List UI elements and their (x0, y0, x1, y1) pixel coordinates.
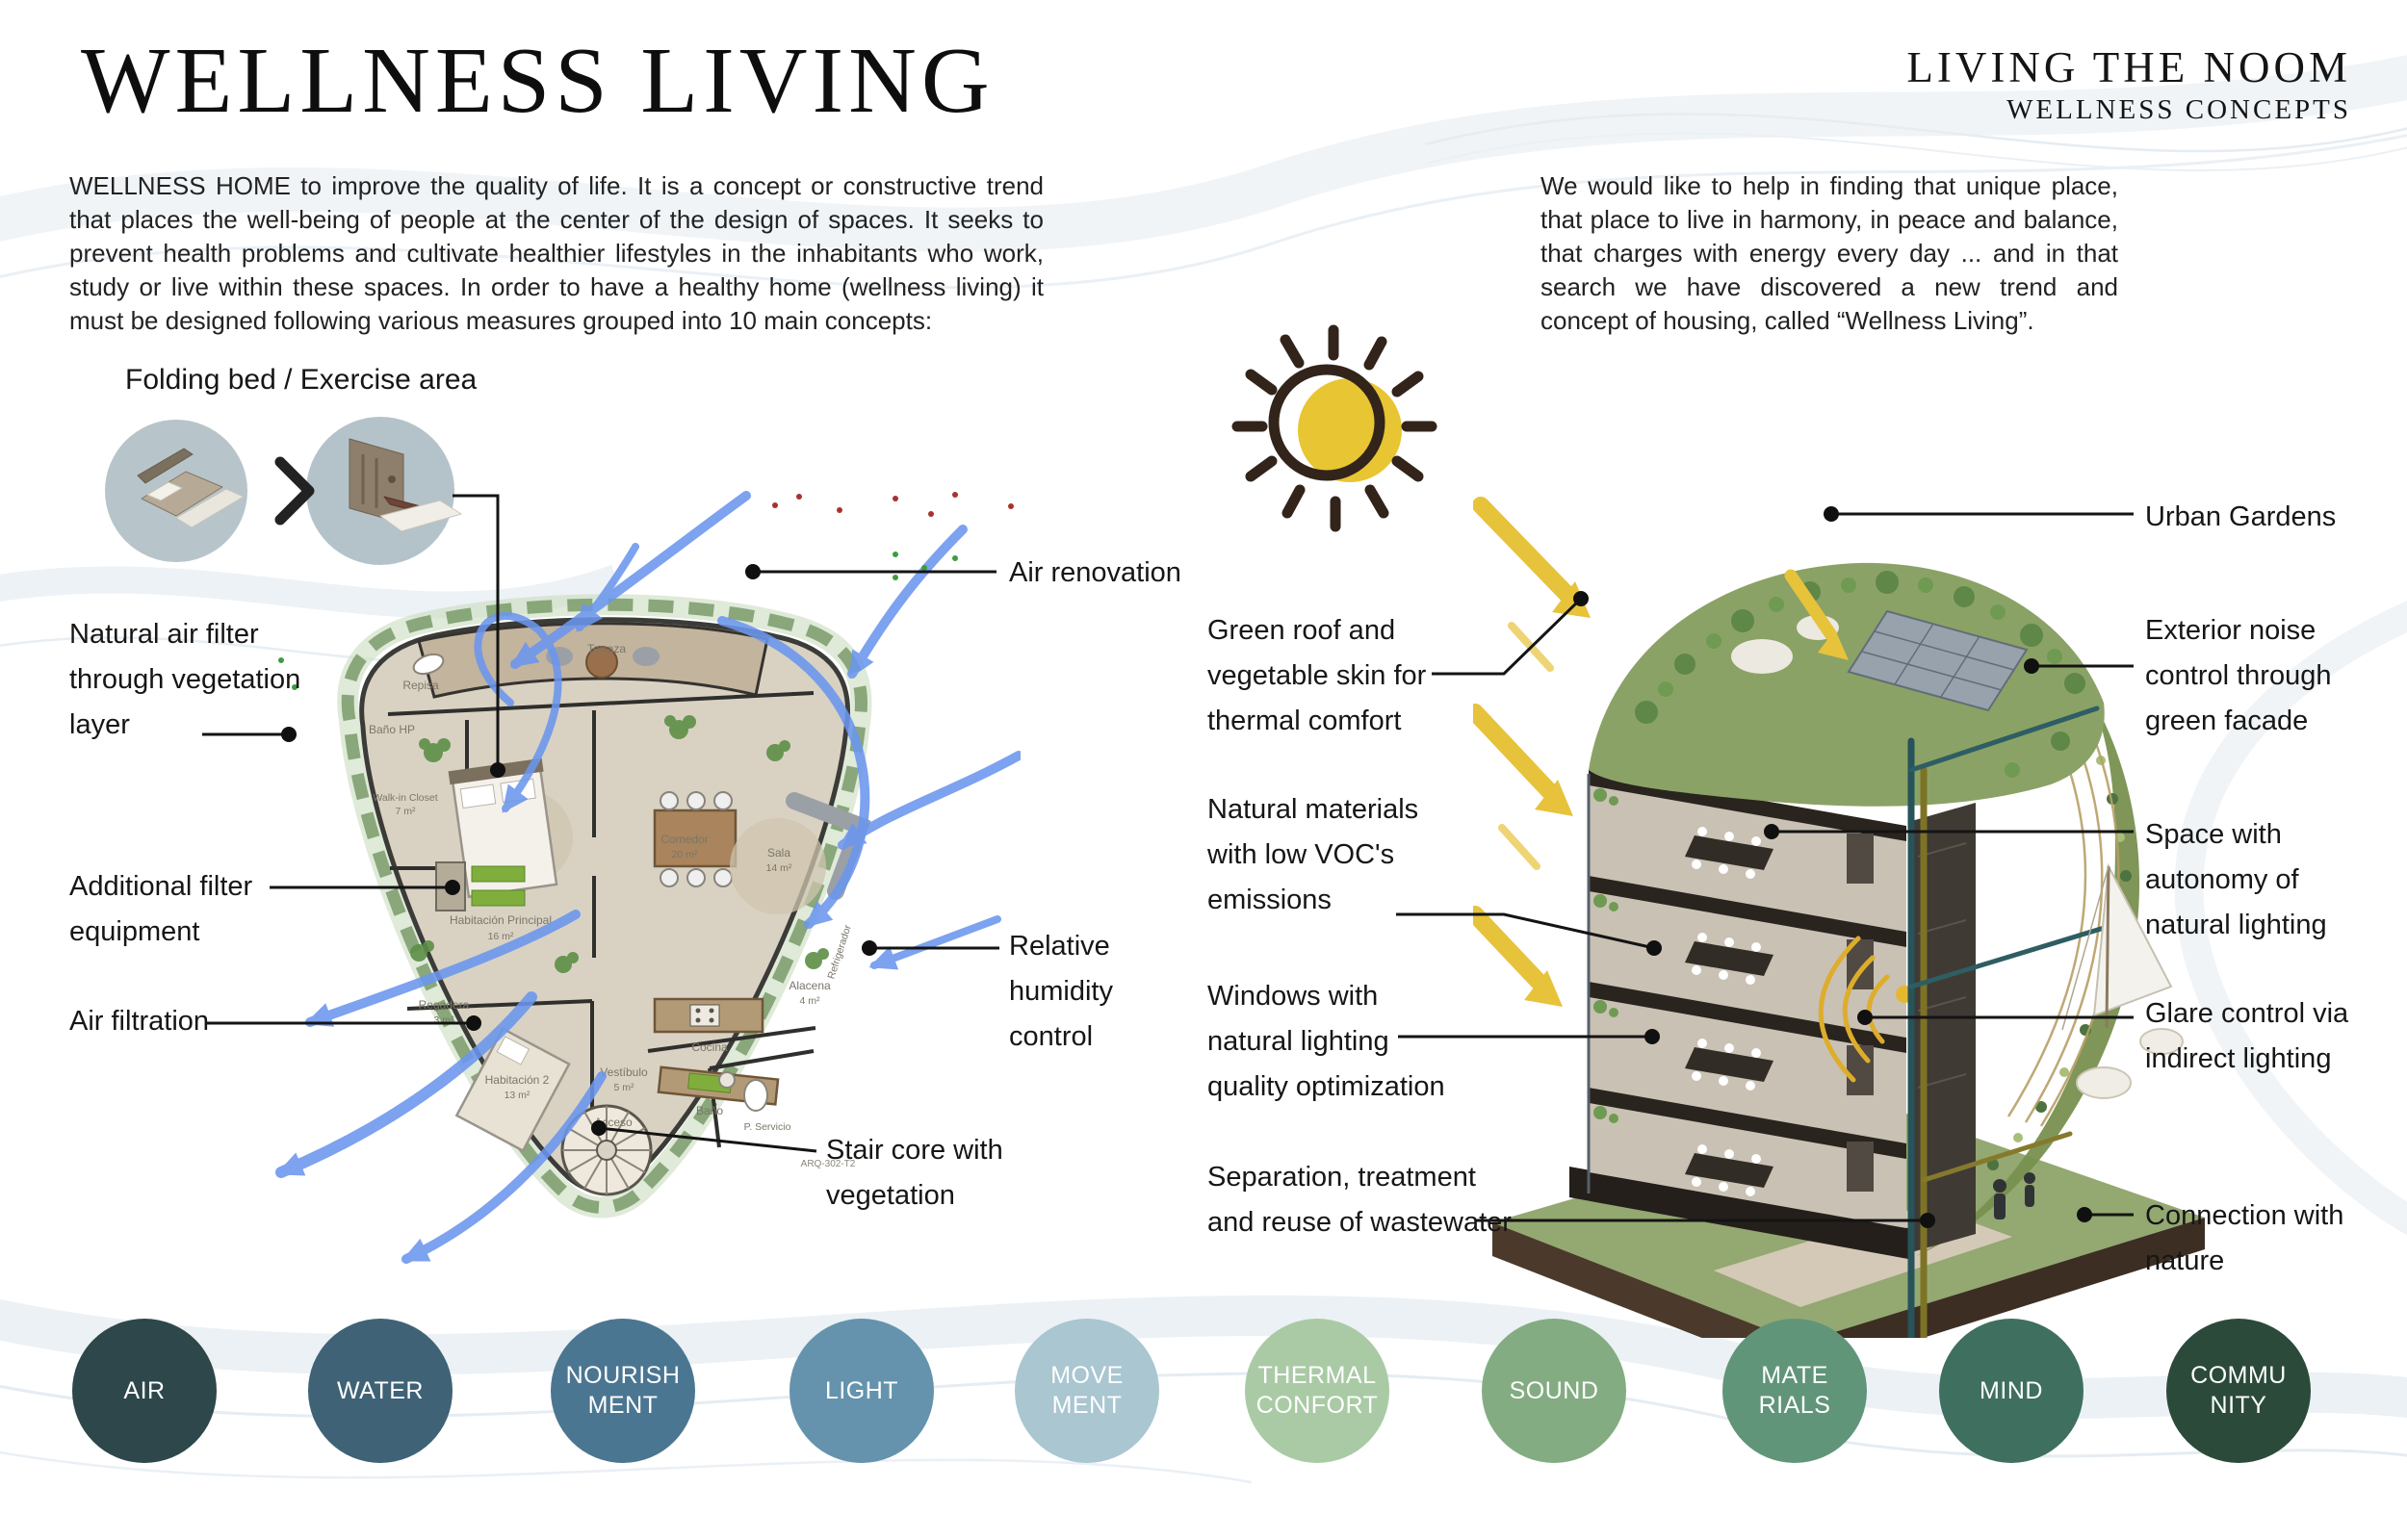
label-green-roof: Green roof and vegetable skin for therma… (1207, 615, 1427, 736)
label-wastewater: Separation, treatment and reuse of waste… (1207, 1162, 1512, 1238)
room-label-principal: Habitación Principal (450, 913, 552, 927)
concept-circle-community: COMMU NITY (2166, 1319, 2311, 1463)
label-windows: Windows with natural lighting quality op… (1207, 981, 1445, 1102)
pollen-speckles (278, 492, 1014, 690)
room-label-sala: Sala (767, 846, 790, 860)
page-title: WELLNESS LIVING (81, 29, 995, 133)
label-connection-nature: Connection with nature (2145, 1200, 2344, 1276)
room-label-sala-area: 14 m² (766, 862, 792, 874)
concept-circle-water: WATER (308, 1319, 453, 1463)
room-label-bano: Baño (696, 1104, 723, 1117)
label-exterior-noise: Exterior noise control through green fac… (2145, 615, 2332, 736)
sun-icon (1231, 324, 1437, 532)
airflow-arrows (275, 491, 1021, 1264)
label-additional-filter: Additional filter equipment (69, 871, 253, 947)
label-space-autonomy: Space with autonomy of natural lighting (2145, 819, 2327, 940)
concept-label: THERMAL CONFORT (1255, 1362, 1379, 1419)
room-label-vestibulo: Vestíbulo (600, 1065, 648, 1079)
room-label-regadera: Regadera (419, 998, 470, 1012)
room-label-bano-hp: Baño HP (369, 723, 415, 736)
chevron-right-icon (274, 456, 315, 526)
concept-circle-materials: MATE RIALS (1722, 1319, 1867, 1463)
concept-circle-air: AIR (72, 1319, 217, 1463)
concept-label: AIR (123, 1376, 166, 1404)
label-air-renovation: Air renovation (1009, 557, 1181, 588)
room-label-repisa: Repisa (402, 679, 439, 692)
concept-label: MIND (1980, 1376, 2043, 1404)
brand-logo: LIVING THE NOOM WELLNESS CONCEPTS (1906, 42, 2351, 126)
concept-circle-nourishment: NOURISH MENT (551, 1319, 695, 1463)
concept-label: MOVE MENT (1050, 1362, 1124, 1419)
label-urban-gardens: Urban Gardens (2145, 501, 2337, 532)
brand-line-2: WELLNESS CONCEPTS (2006, 94, 2351, 125)
concept-circle-sound: SOUND (1482, 1319, 1626, 1463)
label-stair-core: Stair core with vegetation (826, 1135, 1003, 1211)
concept-label: COMMU NITY (2190, 1362, 2287, 1419)
room-label-comedor: Comedor (660, 833, 708, 846)
building-illustration (1473, 497, 2205, 1338)
room-label-walk-in-closet-area: 7 m² (396, 806, 417, 817)
label-natural-air-filter: Natural air filter through vegetation la… (69, 619, 301, 740)
room-label-vestibulo-area: 5 m² (614, 1082, 635, 1093)
concept-circle-light: LIGHT (789, 1319, 934, 1463)
room-label-p-servicio: P. Servicio (744, 1121, 791, 1133)
room-label-alacena: Alacena (789, 979, 831, 992)
people-figures (1993, 1172, 2035, 1219)
room-label-habitacion2-area: 13 m² (505, 1090, 531, 1101)
room-label-walk-in-closet: Walk-in Closet (373, 792, 437, 804)
folding-bed-icons (105, 417, 462, 565)
floor-plan-drawing: Terraza Repisa Baño HP Walk-in Closet 7 … (337, 594, 872, 1219)
room-label-principal-area: 16 m² (488, 931, 514, 942)
plan-note: ARQ-302-T2 (801, 1159, 856, 1169)
label-relative-humidity: Relative humidity control (1009, 931, 1113, 1052)
label-folding-bed: Folding bed / Exercise area (125, 364, 478, 396)
concept-circle-movement: MOVE MENT (1015, 1319, 1159, 1463)
concept-label: WATER (337, 1376, 424, 1404)
glare-arcs (1818, 936, 1890, 1083)
room-label-habitacion2: Habitación 2 (485, 1073, 550, 1087)
room-label-alacena-area: 4 m² (800, 995, 821, 1007)
room-label-acceso: Acceso (594, 1116, 633, 1129)
concept-label: LIGHT (824, 1376, 899, 1404)
concept-circle-thermal-confort: THERMAL CONFORT (1245, 1319, 1389, 1463)
intro-paragraph-right: We would like to help in finding that un… (1540, 171, 2118, 335)
room-label-regadera-area: 3 m² (434, 1014, 455, 1026)
concept-label: SOUND (1509, 1376, 1599, 1404)
room-label-terraza: Terraza (587, 642, 626, 655)
intro-paragraph-left: WELLNESS HOME to improve the quality of … (69, 171, 1044, 335)
room-label-comedor-area: 20 m² (672, 849, 698, 860)
room-label-refrigerador: Refrigerador (825, 923, 854, 981)
label-natural-materials: Natural materials with low VOC's emissio… (1207, 794, 1419, 915)
wastewater-pipes (1907, 706, 2113, 1338)
concept-label: MATE RIALS (1758, 1362, 1831, 1419)
brand-line-1: LIVING THE NOOM (1906, 43, 2351, 91)
concept-circle-mind: MIND (1939, 1319, 2083, 1463)
concept-label: NOURISH MENT (565, 1362, 681, 1419)
label-air-filtration: Air filtration (69, 1006, 210, 1037)
label-glare-control: Glare control via indirect lighting (2145, 998, 2349, 1074)
room-label-cocina: Cocina (691, 1040, 728, 1054)
